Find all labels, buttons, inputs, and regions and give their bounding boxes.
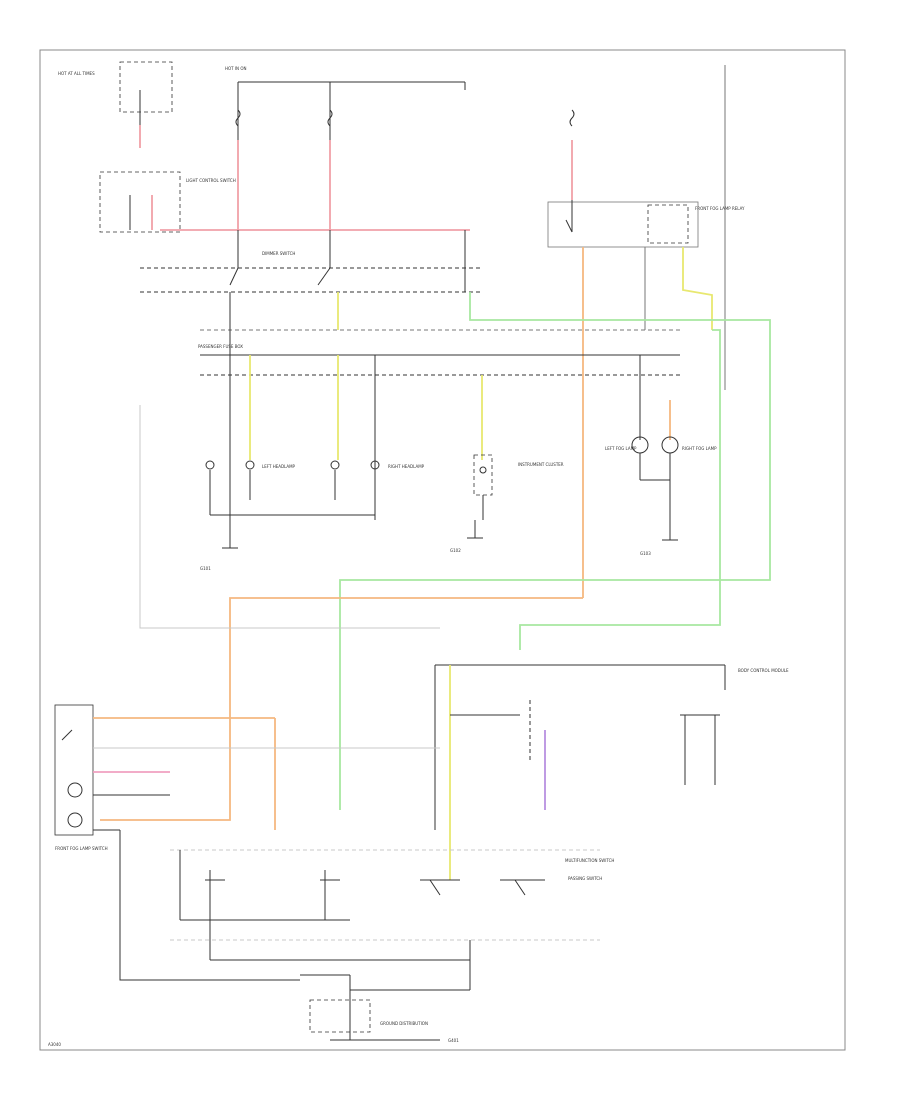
wire-gray-left [139,405,440,629]
label-dimmer-switch: DIMMER SWITCH [262,251,295,256]
label-passenger-fuse-box: PASSENGER FUSE BOX [198,344,243,349]
label-fuse-box-top-left: HOT AT ALL TIMES [58,71,95,76]
label-right-fog-lamp: RIGHT FOG LAMP [682,446,717,451]
fuse-center [327,109,333,127]
label-ground-g101: G101 [200,566,211,571]
label-body-control-module: BODY CONTROL MODULE [738,668,789,673]
fuse-right [569,109,575,127]
ground-distribution: GROUND DISTRIBUTION G401 [119,830,471,1043]
label-instrument-cluster: INSTRUMENT CLUSTER [518,462,564,467]
front-fog-lamp-switch: FRONT FOG LAMP SWITCH [54,704,108,851]
multifunction-switch: MULTIFUNCTION SWITCH [170,849,614,960]
figure-id: A3040 [48,1042,61,1047]
label-ground-g401: G401 [448,1038,459,1043]
body-control-module: BODY CONTROL MODULE [434,664,789,880]
passing-switch: PASSING SWITCH [420,876,602,896]
wire-green-main [339,292,771,810]
label-left-fog-lamp: LEFT FOG LAMP [605,446,637,451]
instrument-cluster: INSTRUMENT CLUSTER [473,454,564,520]
wire-orange-main [100,597,583,821]
label-ground-distribution: GROUND DISTRIBUTION [380,1021,428,1026]
label-ground-g102: G102 [450,548,461,553]
passenger-fuse-box: PASSENGER FUSE BOX [198,329,680,376]
left-headlamp: LEFT HEADLAMP [205,460,296,515]
label-left-headlamp: LEFT HEADLAMP [262,464,296,469]
wire-yellow-relay [682,247,713,330]
diagram-frame [39,49,846,1051]
fuse-left [235,109,241,127]
wire-green-second [519,329,721,650]
fog-lamps: LEFT FOG LAMP RIGHT FOG LAMP [605,436,717,530]
power-bus-top: HOT IN ON [225,66,466,150]
label-right-headlamp: RIGHT HEADLAMP [388,464,425,469]
fog-switch-relay [450,700,546,810]
fuse-box-top-left: HOT AT ALL TIMES [58,61,173,148]
light-control-switch: LIGHT CONTROL SWITCH [99,171,236,233]
ground-g102: G102 [450,520,483,553]
label-light-control-switch: LIGHT CONTROL SWITCH [186,178,236,183]
right-ground-drops [680,714,720,785]
label-front-fog-lamp-switch: FRONT FOG LAMP SWITCH [55,846,108,851]
label-front-fog-lamp-relay: FRONT FOG LAMP RELAY [695,206,745,211]
label-multifunction-switch: MULTIFUNCTION SWITCH [565,858,614,863]
label-ground-g103: G103 [640,551,651,556]
dimmer-switch: DIMMER SWITCH [140,230,480,293]
label-passing-switch: PASSING SWITCH [568,876,602,881]
right-headlamp: RIGHT HEADLAMP [330,460,425,500]
ground-g101: G101 [200,530,238,571]
front-fog-lamp-relay: FRONT FOG LAMP RELAY [547,200,745,248]
ground-g103: G103 [640,530,678,556]
label-fuse-box-top-center: HOT IN ON [225,66,246,71]
